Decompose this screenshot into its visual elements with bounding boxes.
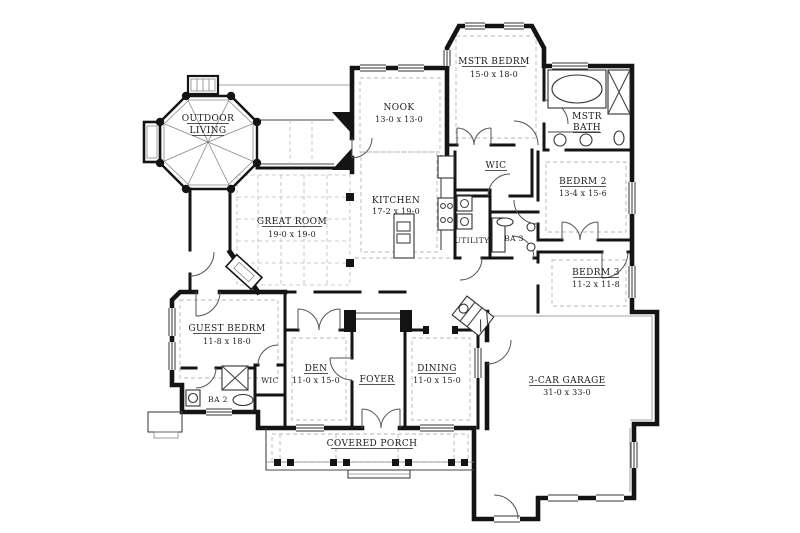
room-ba3: BA 3 [504, 234, 524, 243]
mstr-bedrm-label: MSTR BEDRM [458, 57, 529, 67]
bedrm2-label: BEDRM 2 [559, 177, 607, 187]
door-arcs [189, 99, 629, 520]
room-utility: UTILITY [455, 236, 491, 245]
fixtures [185, 69, 631, 407]
dining-label: DINING [417, 364, 457, 374]
shower-icon [607, 69, 631, 115]
ba3-label: BA 3 [504, 234, 524, 243]
bathtub-icon [547, 69, 607, 109]
guest-bedrm-dims: 11-8 x 18-0 [203, 337, 251, 346]
room-garage: 3-CAR GARAGE 31-0 x 33-0 [528, 376, 605, 397]
room-kitchen: KITCHEN 17-2 x 19-0 [372, 196, 420, 216]
room-bedrm2: BEDRM 2 13-4 x 15-6 [559, 177, 607, 198]
fireplace-bump-icon [142, 120, 162, 164]
mstr-bath-label2: BATH [573, 123, 601, 133]
great-room-column-icons [346, 193, 354, 267]
foyer-label: FOYER [360, 375, 395, 385]
room-mstr-bedrm: MSTR BEDRM 15-0 x 18-0 [458, 57, 529, 79]
wic-lower-label: WIC [261, 376, 279, 385]
stairs-icon [451, 295, 495, 337]
outdoor-living-label: OUTDOOR [182, 114, 235, 124]
den-label: DEN [305, 364, 328, 374]
room-bedrm3: BEDRM 3 11-2 x 11-8 [572, 268, 620, 289]
octagon-column-icons [155, 91, 262, 194]
great-room-ceiling-grid [236, 174, 351, 286]
room-great-room: GREAT ROOM 19-0 x 19-0 [257, 217, 327, 239]
range-icon [437, 155, 455, 250]
room-ba2: BA 2 [208, 395, 228, 404]
porch-steps [347, 469, 411, 479]
dining-dims: 11-0 x 15-0 [413, 376, 461, 385]
porch-column-icons [274, 459, 468, 466]
guest-bedrm-label: GUEST BEDRM [188, 324, 265, 334]
outdoor-living-label2: LIVING [189, 126, 226, 136]
room-wic-upper: WIC [485, 161, 507, 171]
room-dining: DINING 11-0 x 15-0 [413, 364, 461, 385]
kitchen-dims: 17-2 x 19-0 [372, 207, 420, 216]
garage-dims: 31-0 x 33-0 [543, 388, 591, 397]
bedrm3-label: BEDRM 3 [572, 268, 620, 278]
outdoor-living-octagon [142, 74, 259, 191]
room-outdoor-living: OUTDOOR LIVING [182, 114, 235, 136]
ba3-fixtures [491, 217, 536, 253]
ba2-fixtures [185, 389, 254, 407]
nook-dims: 13-0 x 13-0 [375, 115, 423, 124]
octagon-radial-lines [159, 95, 258, 190]
foyer-niche [344, 310, 412, 332]
bath-sinks-icon [548, 131, 600, 147]
room-nook: NOOK 13-0 x 13-0 [375, 103, 423, 124]
covered-porch-label: COVERED PORCH [327, 439, 418, 449]
columns [155, 91, 354, 267]
wic-upper-label: WIC [486, 161, 507, 171]
ba2-label: BA 2 [208, 395, 228, 404]
room-foyer: FOYER [359, 375, 395, 385]
walkway-and-eaves [218, 84, 352, 165]
room-wic-lower: WIC [261, 376, 279, 385]
room-mstr-bath: MSTR BATH [572, 112, 602, 133]
mstr-bedrm-dims: 15-0 x 18-0 [470, 70, 518, 79]
kitchen-island-icon [393, 213, 415, 259]
room-covered-porch: COVERED PORCH [327, 439, 418, 449]
walkway-wall-wedges [332, 112, 352, 170]
mstr-bath-label: MSTR [572, 112, 602, 122]
toilet-mstr-icon [613, 130, 625, 146]
garage-label: 3-CAR GARAGE [528, 376, 605, 386]
washer-dryer-icon [456, 195, 473, 230]
kitchen-label: KITCHEN [372, 196, 420, 206]
room-den: DEN 11-0 x 15-0 [292, 364, 340, 385]
garage-inner-lines [491, 315, 653, 492]
room-guest-bedrm: GUEST BEDRM 11-8 x 18-0 [188, 324, 265, 346]
side-stoop [147, 411, 183, 439]
windows [168, 22, 638, 523]
covered-porch-structure [147, 411, 474, 479]
fireplace-icon [224, 253, 264, 291]
bedrm2-dims: 13-4 x 15-6 [559, 189, 607, 198]
utility-label: UTILITY [455, 236, 491, 245]
nook-label: NOOK [384, 103, 415, 113]
great-room-dims: 19-0 x 19-0 [268, 230, 316, 239]
bedrm3-dims: 11-2 x 11-8 [572, 280, 620, 289]
great-room-label: GREAT ROOM [257, 217, 327, 227]
room-labels: OUTDOOR LIVING NOOK 13-0 x 13-0 MSTR BED… [182, 57, 620, 449]
den-dims: 11-0 x 15-0 [292, 376, 340, 385]
chimney-icon [186, 74, 220, 96]
guest-shower-icon [221, 365, 249, 391]
